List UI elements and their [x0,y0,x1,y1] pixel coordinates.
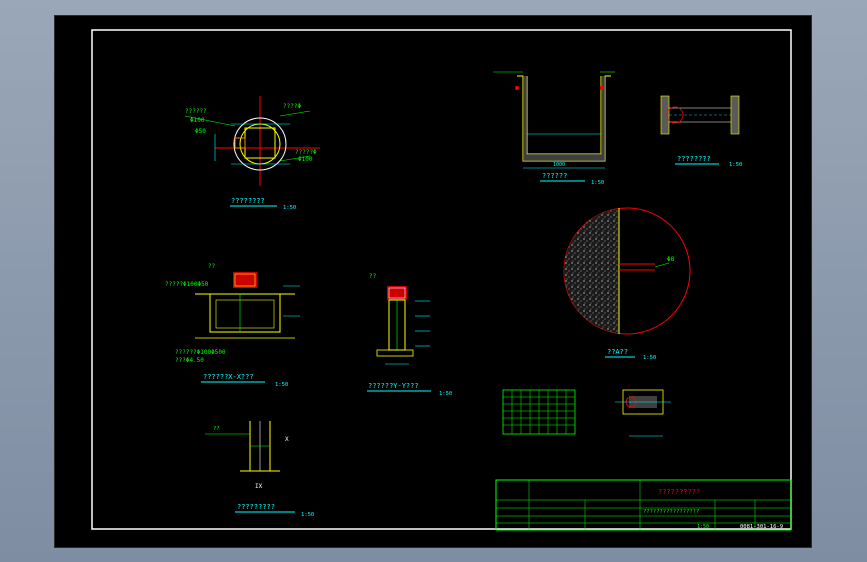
detail-a-annotation: Φ8 [667,256,675,263]
x-section-label: ??????X-X??? [203,373,254,381]
x-section: ?? ?????Φ100Φ50 ??????Φ100Φ500 ???Φ4.50 … [165,263,300,388]
small-section: ?? X IX ????????? 1:50 [205,421,314,518]
detail-a-label: ??A?? [607,348,628,356]
drawing-svg: ?????? Φ100 Φ50 ????Φ ?????Φ Φ100 ??????… [91,29,792,531]
plan-annotation-right-1: ????Φ [283,103,301,110]
y-section-label: ??????Y-Y??? [368,382,419,390]
x-section-scale: 1:50 [275,382,288,388]
plan-label: ???????? [231,197,265,205]
title-block-drawing-no: 0081-301-16-9 [740,524,783,530]
title-block-scale: 1:50 [697,524,709,530]
trench-scale: 1:50 [591,180,604,186]
plan-annotation-left-1: ?????? [185,108,207,115]
plan-annotation-right-3: Φ100 [298,156,313,163]
small-section-scale: 1:50 [301,512,314,518]
y-section-scale: 1:50 [439,391,452,397]
trench-label: ?????? [542,172,567,180]
pipe-detail: ???????? 1:50 [660,95,742,168]
cad-drawing-canvas[interactable]: ?????? Φ100 Φ50 ????Φ ?????Φ Φ100 ??????… [55,16,811,547]
plan-scale: 1:50 [283,205,296,211]
y-section: ?? ??????Y-Y??? 1:50 [367,273,452,397]
x-section-pipe: ?????Φ100Φ50 [165,281,209,288]
y-section-mark: ?? [369,273,377,280]
trench-width: 1000 [553,162,565,168]
trench-section: 1000 ?????? 1:50 [493,71,615,186]
detail-a-scale: 1:50 [643,355,656,361]
x-section-bottom-1: ??????Φ100Φ500 [175,349,226,356]
plan-annotation-left-3: Φ50 [195,128,206,135]
detail-a: Φ8 ??A?? 1:50 [563,207,691,361]
title-block-project: ????????????????? [643,509,699,515]
pipe-detail-label: ???????? [677,155,711,163]
title-block-title: ?????????? [658,488,700,496]
small-detail [615,389,671,437]
x-section-bottom-2: ???Φ4.50 [175,357,204,364]
small-section-x: X [285,436,289,443]
sheet-border [91,29,792,530]
small-section-mark: ?? [213,426,220,432]
pipe-detail-scale: 1:50 [729,162,742,168]
small-section-ix: IX [255,483,263,490]
material-table [502,389,576,435]
plan-annotation-left-2: Φ100 [190,117,205,124]
title-block: ?????????? ????????????????? 1:50 0081-3… [495,479,792,531]
plan-annotation-right-2: ?????Φ [295,149,317,156]
plan-view: ?????? Φ100 Φ50 ????Φ ?????Φ Φ100 ??????… [184,96,320,211]
small-section-label: ????????? [237,503,275,511]
x-section-mark: ?? [208,263,216,270]
